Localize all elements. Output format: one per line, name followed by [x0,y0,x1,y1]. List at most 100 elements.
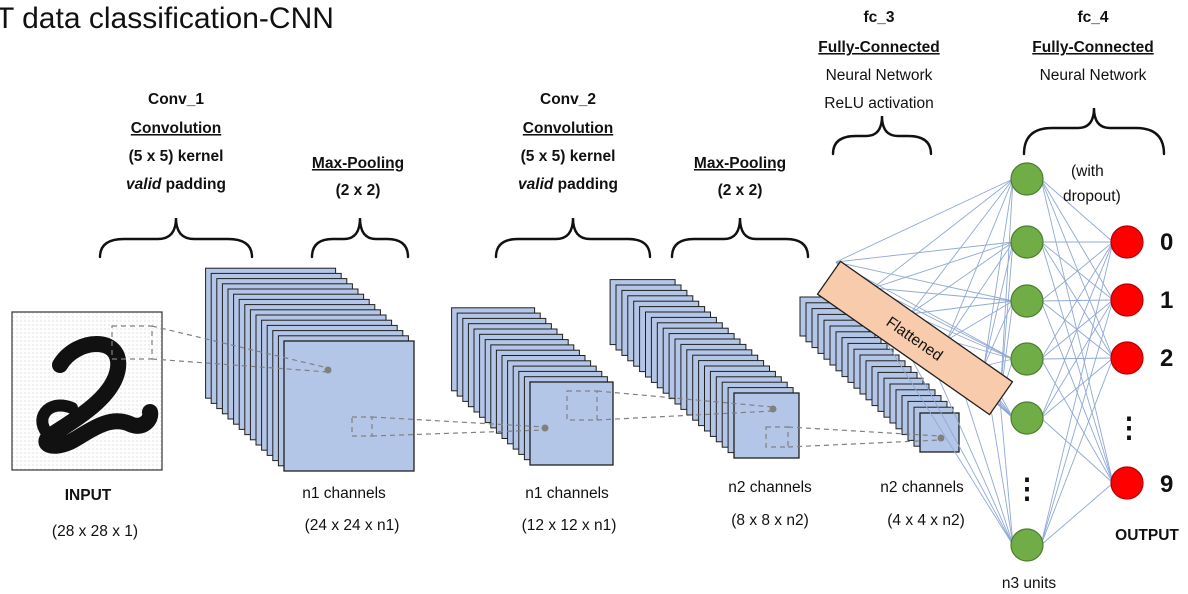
fc3-connection [909,178,1014,315]
fc4-brace [1022,107,1166,156]
pool1-channels: n1 channels [525,485,609,502]
conv2-name: Conv_2 [540,91,596,108]
guide-pool1-conv2-top [596,390,774,408]
conv2-padding-rest: padding [553,176,618,193]
conv1-kernel: (5 x 5) kernel [129,148,224,165]
dropout-line2: dropout) [1063,188,1121,205]
output-digit-9: 9 [1160,471,1173,498]
conv2-receptive-field [765,426,789,448]
fc3-connection [983,300,1014,367]
fc3-connection [872,241,1014,289]
fc3-brace [831,115,933,156]
conv2-channels: n2 channels [728,479,812,496]
conv2-type: Convolution [523,120,613,137]
pool1-dims: (12 x 12 x n1) [522,517,617,534]
conv1-brace [98,217,254,259]
guide-input-conv1-bottom [151,358,329,373]
fc4-connection [1040,241,1114,302]
conv2-header: Conv_2 Convolution (5 x 5) kernel valid … [518,91,618,193]
guide-pool1-conv2-bottom [596,410,774,421]
pool2-header: Max-Pooling (2 x 2) [694,155,786,199]
fc4-connection [1040,299,1114,546]
hidden-node-2 [1010,225,1044,259]
conv2-stack [609,279,800,459]
pool1-receptive-field [566,390,598,421]
hidden-units-label: n3 units [1002,575,1057,592]
output-node-9 [1110,466,1144,500]
conv2-brace [494,217,652,259]
conv1-header: Conv_1 Convolution (5 x 5) kernel valid … [126,91,226,193]
fc3-connection [909,241,1014,315]
fc4-connection [1040,178,1114,301]
pool2-channels: n2 channels [880,479,964,496]
conv1-type: Convolution [131,120,221,137]
network-connections [835,178,1114,546]
fc3-connection [999,399,1014,546]
feature-map-front [919,412,960,453]
conv1-padding-em: valid [126,176,162,193]
fc3-connection [835,241,1014,263]
conv2-point [769,405,777,413]
feature-map-stacks [205,267,960,472]
conv1-channels: n1 channels [302,485,386,502]
fc3-connection [835,178,1014,263]
conv1-point [324,366,332,374]
input-label: INPUT [65,487,112,504]
conv1-padding-rest: padding [161,176,226,193]
fc3-name: fc_3 [863,9,894,26]
hidden-node-5 [1010,401,1044,435]
conv1-receptive-field [351,416,373,437]
pool2-point [937,434,945,442]
fc3-line1: Neural Network [826,67,933,84]
guide-conv2-pool2-top [787,426,941,437]
fc4-connection [1040,241,1114,419]
fc3-connection [835,261,1014,302]
fc4-connection [1040,482,1114,546]
pool1-brace [310,217,410,259]
fc4-connection [1040,241,1114,484]
output-node-2 [1110,341,1144,375]
fc3-line2: ReLU activation [824,95,933,112]
output-ellipsis: ⋮ [1115,412,1143,443]
pool1-size: (2 x 2) [336,182,381,199]
fc4-connection [1040,178,1114,359]
output-node-0 [1110,225,1144,259]
flattened-rect [816,260,1014,416]
fc3-connection [909,300,1014,315]
guide-conv1-pool1-bottom [371,429,546,437]
conv2-padding: valid padding [518,176,618,193]
pool2-stack [799,296,960,453]
pool2-dims: (4 x 4 x n2) [887,512,965,529]
guide-conv2-pool2-bottom [787,439,941,448]
feature-map-front [733,392,800,459]
pool2-size: (2 x 2) [718,182,763,199]
fc4-connection [1040,241,1114,360]
fc3-connection [983,178,1014,367]
guide-conv1-pool1-top [371,416,546,428]
fc4-connection [1040,357,1114,546]
input-receptive-field [111,325,153,360]
hidden-ellipsis: ⋮ [1013,473,1041,504]
fc4-line1: Neural Network [1040,67,1147,84]
pool1-stack [451,307,614,466]
conv1-stack [205,267,415,472]
pool1-type: Max-Pooling [312,155,404,172]
hidden-node-4 [1010,342,1044,376]
page-title: T data classification-CNN [0,2,334,35]
hidden-node-3 [1010,284,1044,318]
pool2-type: Max-Pooling [694,155,786,172]
input-dims: (28 x 28 x 1) [52,523,138,540]
fc3-connection [999,241,1014,401]
fc4-header: fc_4 Fully-Connected Neural Network [1032,9,1153,84]
fc4-connection [1040,241,1114,546]
guide-input-conv1-top [151,325,329,369]
conv2-dims: (8 x 8 x n2) [731,512,809,529]
pool2-brace [670,217,810,259]
digit-2-loop [36,399,78,442]
pool1-point [541,424,549,432]
fc3-type: Fully-Connected [818,39,939,56]
fc3-connection [946,300,1014,341]
conv1-name: Conv_1 [148,91,204,108]
